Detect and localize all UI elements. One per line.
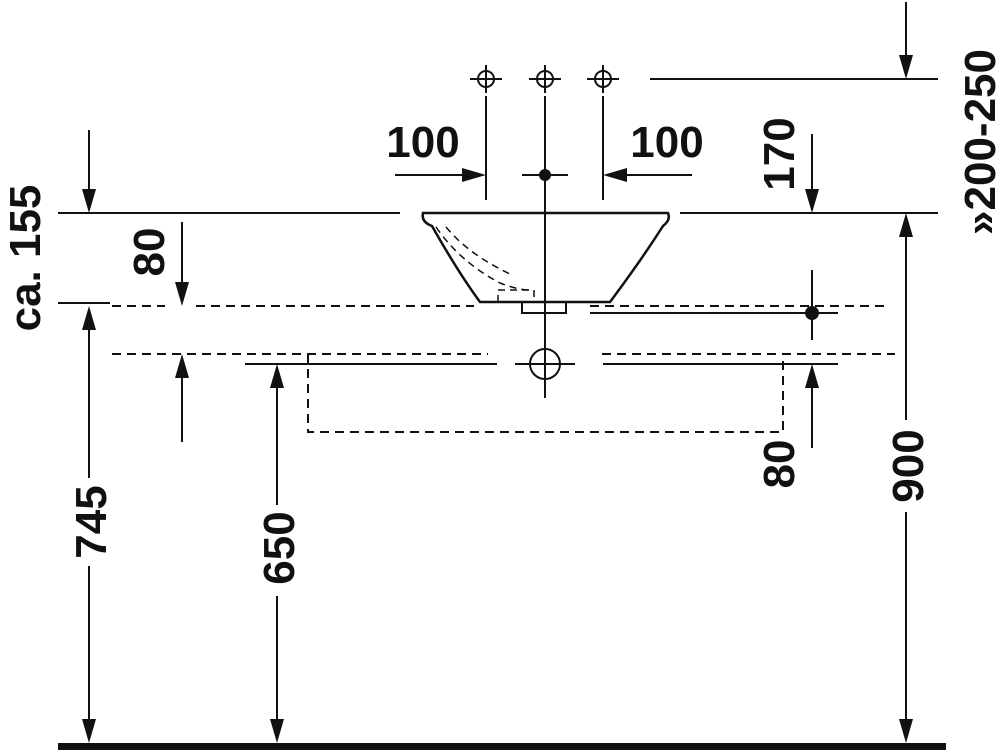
- cabinet-drop-dimension: [805, 364, 819, 448]
- floor-line: [58, 743, 946, 750]
- spacing-left-label: 100: [386, 118, 459, 167]
- mirror-range-label: »200-250: [956, 49, 1000, 235]
- basin-bowl: [421, 211, 671, 314]
- basin-height-label: ca. 155: [1, 185, 50, 332]
- tap-hole-left-icon: [470, 65, 502, 93]
- drain-outlet-icon: [515, 348, 575, 380]
- cabinet-body: [307, 354, 784, 433]
- rim-to-tap-label: 170: [755, 117, 804, 190]
- tap-hole-right-icon: [587, 65, 619, 93]
- right-marker-point-icon: [805, 306, 819, 320]
- bowl-depth-label: 80: [125, 228, 174, 277]
- tap-height-label: 900: [884, 429, 933, 502]
- rim-to-tap-dimension: [805, 134, 819, 213]
- center-point-icon: [539, 169, 551, 181]
- basin-height-dimension: [82, 130, 96, 213]
- tap-height-dimension: [899, 213, 913, 743]
- tap-hole-center-icon: [529, 65, 561, 93]
- trap-height-dimension: [270, 364, 284, 743]
- cabinet-drop-label: 80: [755, 440, 804, 489]
- spacing-left-dimension: [395, 168, 486, 182]
- bowl-depth-dimension: [175, 222, 189, 442]
- mirror-range-dimension: [899, 2, 913, 79]
- trap-height-label: 650: [255, 511, 304, 584]
- spacing-right-dimension: [603, 168, 692, 182]
- counter-height-label: 745: [67, 485, 116, 558]
- spacing-right-label: 100: [630, 118, 703, 167]
- counter-height-dimension: [82, 306, 96, 743]
